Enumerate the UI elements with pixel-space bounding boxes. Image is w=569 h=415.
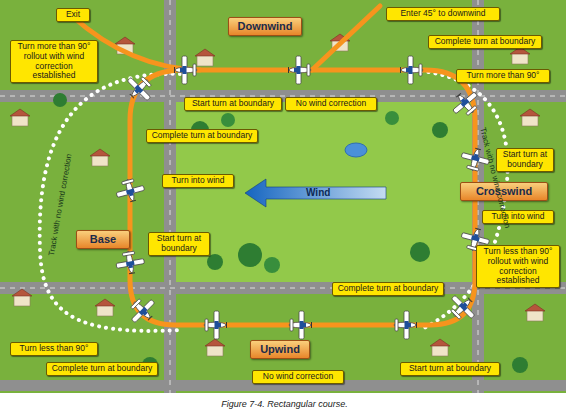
ground-tracks <box>40 70 508 331</box>
grass-background <box>0 0 566 393</box>
callout-box: Start turn at boundary <box>496 148 554 172</box>
house <box>205 339 225 356</box>
pond <box>345 143 367 157</box>
tree <box>53 93 67 107</box>
airplane <box>175 56 198 84</box>
leg-name: Upwind <box>255 343 305 356</box>
callout-box: Complete turn at boundary <box>428 35 542 49</box>
house <box>430 339 450 356</box>
airplane <box>289 311 312 339</box>
callout-text: Start turn at boundary <box>152 234 206 254</box>
callout-text: Complete turn at boundary <box>432 37 538 47</box>
callout-box: Start turn at boundary <box>184 97 282 111</box>
callout-box: No wind correction <box>285 97 377 111</box>
callout-text: Start turn at boundary <box>500 150 550 170</box>
wind-arrow <box>245 179 386 207</box>
callout-box: Complete turn at boundary <box>332 282 444 296</box>
tree <box>432 122 448 138</box>
callout-box: Complete turn at boundary <box>146 129 258 143</box>
tree <box>385 111 399 125</box>
house <box>510 47 530 64</box>
airplane <box>204 311 227 339</box>
leg-label-box: Downwind <box>228 17 302 36</box>
callout-text: Complete turn at boundary <box>50 364 154 374</box>
tree <box>512 357 528 373</box>
callout-text: Complete turn at boundary <box>150 131 254 141</box>
callout-box: Enter 45° to downwind <box>386 7 500 21</box>
callout-text: No wind correction <box>256 372 340 382</box>
leg-name: Crosswind <box>465 185 543 198</box>
callout-text: Turn more than 90° rollout with wind cor… <box>14 42 94 81</box>
callout-text: Complete turn at boundary <box>336 284 440 294</box>
house <box>10 109 30 126</box>
tree <box>221 113 235 127</box>
airplane <box>444 290 480 326</box>
leg-name: Downwind <box>233 20 297 33</box>
entry-path <box>312 6 380 70</box>
airplane <box>394 311 417 339</box>
callout-box: Turn into wind <box>162 174 234 188</box>
road-marking <box>170 0 171 393</box>
callout-box: Start turn at boundary <box>400 362 500 376</box>
callout-text: No wind correction <box>289 99 373 109</box>
callout-text: Turn into wind <box>486 212 550 222</box>
callout-box: Turn less than 90° <box>10 342 98 356</box>
leg-label-box: Base <box>76 230 130 249</box>
tree <box>264 257 280 273</box>
tree <box>410 242 430 262</box>
airplane <box>289 56 312 84</box>
callout-box: Turn more than 90° rollout with wind cor… <box>10 40 98 83</box>
wind-label: Wind <box>306 188 330 198</box>
tree <box>207 254 223 270</box>
leg-label-box: Upwind <box>250 340 310 359</box>
house <box>12 289 32 306</box>
airplane <box>401 56 424 84</box>
dotted-track <box>40 74 180 331</box>
figure-caption: Figure 7-4. Rectangular course. <box>0 399 569 410</box>
airplane <box>122 70 158 106</box>
callout-text: Turn more than 90° <box>460 71 546 81</box>
house <box>90 149 110 166</box>
callout-text: Exit <box>60 10 86 20</box>
house <box>525 304 545 321</box>
callout-text: Start turn at boundary <box>188 99 278 109</box>
callout-box: Turn more than 90° <box>456 69 550 83</box>
callout-box: Turn less than 90° rollout with wind cor… <box>476 245 560 288</box>
callout-text: Enter 45° to downwind <box>390 9 496 19</box>
callout-box: Turn into wind <box>482 210 554 224</box>
callout-text: Start turn at boundary <box>404 364 496 374</box>
tree <box>238 243 262 267</box>
road <box>164 0 176 393</box>
house <box>520 109 540 126</box>
airplane <box>448 86 484 121</box>
house <box>195 49 215 66</box>
callout-box: Complete turn at boundary <box>46 362 158 376</box>
leg-name: Base <box>81 233 125 246</box>
callout-box: Exit <box>56 8 90 22</box>
callout-box: No wind correction <box>252 370 344 384</box>
airplanes <box>114 56 492 339</box>
callout-box: Start turn at boundary <box>148 232 210 256</box>
flight-course <box>72 6 475 325</box>
callout-text: Turn into wind <box>166 176 230 186</box>
house <box>95 299 115 316</box>
roads <box>0 0 566 393</box>
airplane <box>114 249 145 276</box>
callout-text: Turn less than 90° rollout with wind cor… <box>480 247 556 286</box>
callout-text: Turn less than 90° <box>14 344 94 354</box>
airplane <box>114 176 147 205</box>
course-path <box>130 70 475 325</box>
airplane <box>124 292 160 328</box>
